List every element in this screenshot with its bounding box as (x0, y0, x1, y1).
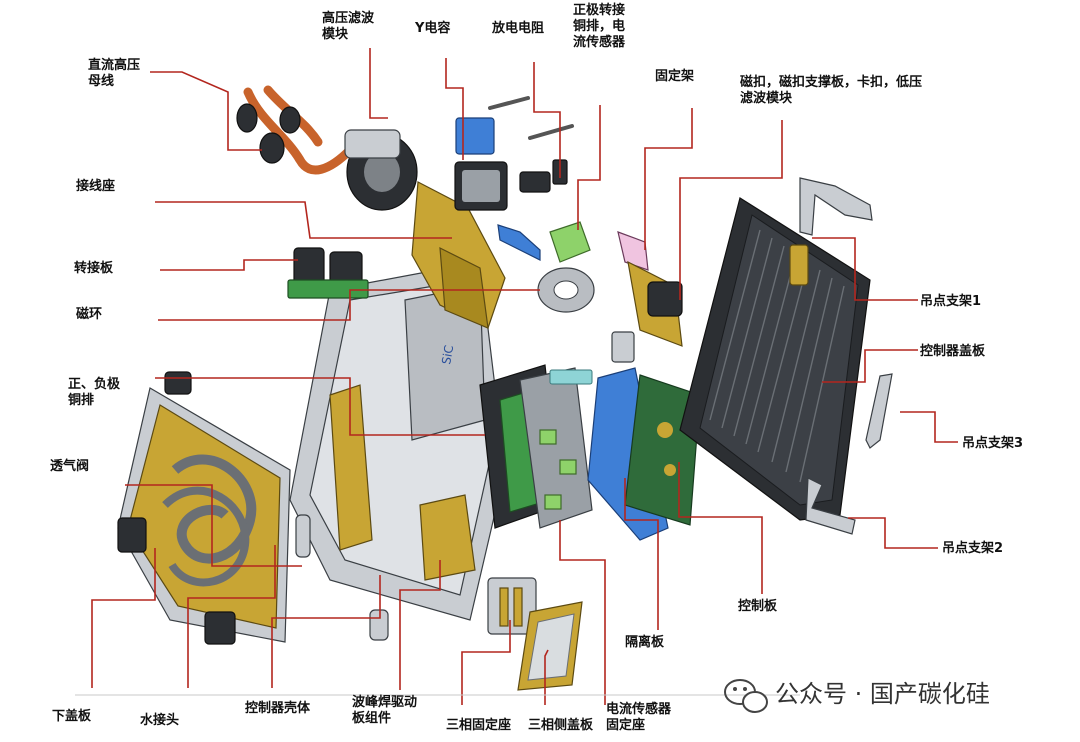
leader-wave-solder (399, 560, 441, 690)
control-board-part (624, 374, 701, 526)
label-water: 水接头 (140, 712, 179, 728)
wechat-icon (724, 679, 768, 713)
leader-hanger-3 (900, 411, 958, 443)
label-adapter: 转接板 (74, 260, 114, 276)
hanger-1-part (799, 177, 873, 236)
leader-sensor-mount (559, 520, 606, 705)
hv-filter-part (344, 129, 418, 211)
positive-busbar-part (549, 221, 591, 263)
three-phase-side-cover-part (517, 601, 583, 691)
leader-side-cover (544, 649, 549, 705)
label-vent-valve: 透气阀 (50, 458, 89, 474)
watermark: 公众号 · 国产碳化硅 (724, 679, 990, 713)
watermark-text: 公众号 · 国产碳化硅 (775, 680, 990, 708)
leader-magnetic-buckle (679, 120, 783, 300)
leader-housing (271, 575, 381, 688)
label-wave-solder: 波峰焊驱动板组件 (352, 694, 417, 726)
leader-hanger-2 (848, 517, 938, 549)
leader-adapter (160, 259, 298, 271)
terminal-block-part (411, 181, 506, 329)
three-phase-mount-part (487, 577, 537, 635)
label-fixing-frame: 固定架 (655, 68, 694, 84)
label-bottom-cover: 下盖板 (52, 708, 92, 724)
leader-hanger-1 (812, 237, 918, 301)
label-magnetic-ring: 磁环 (76, 306, 102, 322)
label-isolation: 隔离板 (625, 634, 665, 650)
label-hanger-1: 吊点支架1 (920, 293, 981, 309)
leader-fixing-frame (644, 108, 693, 250)
leader-three-phase-mount (461, 620, 511, 705)
blue-busbar-part (497, 224, 541, 261)
label-y-cap: Y电容 (414, 20, 450, 36)
label-hanger-3: 吊点支架3 (962, 435, 1023, 451)
leader-water (187, 545, 276, 688)
leader-discharge (533, 62, 561, 178)
hanger-2-part (805, 477, 856, 535)
leader-control-board (678, 462, 763, 594)
power-module-part (519, 367, 593, 529)
leader-cover (822, 349, 918, 383)
label-pos-busbar: 正极转接铜排，电流传感器 (572, 2, 626, 50)
label-hv-filter: 高压滤波模块 (322, 10, 375, 42)
y-capacitor-part (454, 117, 508, 211)
label-pn-busbar: 正、负极铜排 (67, 376, 121, 408)
label-hanger-2: 吊点支架2 (942, 540, 1003, 556)
label-terminal-block: 接线座 (76, 178, 115, 194)
label-control-board: 控制板 (738, 598, 778, 614)
leader-pos-busbar (577, 105, 601, 230)
controller-cover-part (679, 197, 871, 521)
label-dc-bus: 直流高压母线 (88, 57, 140, 89)
adapter-board-part (287, 247, 369, 299)
label-magnetic-buckle: 磁扣，磁扣支撑板，卡扣，低压滤波模块 (740, 74, 922, 106)
dc-hv-bus-part (236, 85, 355, 175)
leader-vent-valve (125, 484, 302, 567)
controller-housing-part: SiC (289, 261, 506, 641)
label-sensor-mount: 电流传感器固定座 (606, 701, 672, 733)
magnetic-ring-part (537, 267, 595, 313)
label-cover: 控制器盖板 (920, 343, 986, 359)
leader-terminal-block (155, 201, 452, 239)
label-discharge: 放电电阻 (491, 20, 544, 36)
leader-isolation (624, 478, 659, 630)
fixing-frame-part (611, 231, 683, 363)
leader-lines (91, 48, 958, 705)
leader-dc-bus (150, 71, 262, 151)
bottom-cover-part (117, 371, 291, 645)
labels: 高压滤波模块 Y电容 放电电阻 正极转接铜排，电流传感器 直流高压母线 固定架 … (50, 2, 1023, 733)
leader-pn-busbar (155, 377, 485, 436)
leader-y-cap (445, 58, 464, 160)
leader-hv-filter (369, 48, 388, 119)
label-three-phase-mount: 三相固定座 (446, 717, 511, 733)
components: SiC (117, 85, 893, 691)
hanger-3-part (865, 373, 893, 449)
leader-magnetic-ring (158, 289, 540, 321)
label-housing: 控制器壳体 (245, 700, 311, 716)
svg-text:SiC: SiC (439, 344, 456, 365)
leader-bottom-cover (91, 548, 156, 688)
label-side-cover: 三相侧盖板 (528, 717, 594, 733)
